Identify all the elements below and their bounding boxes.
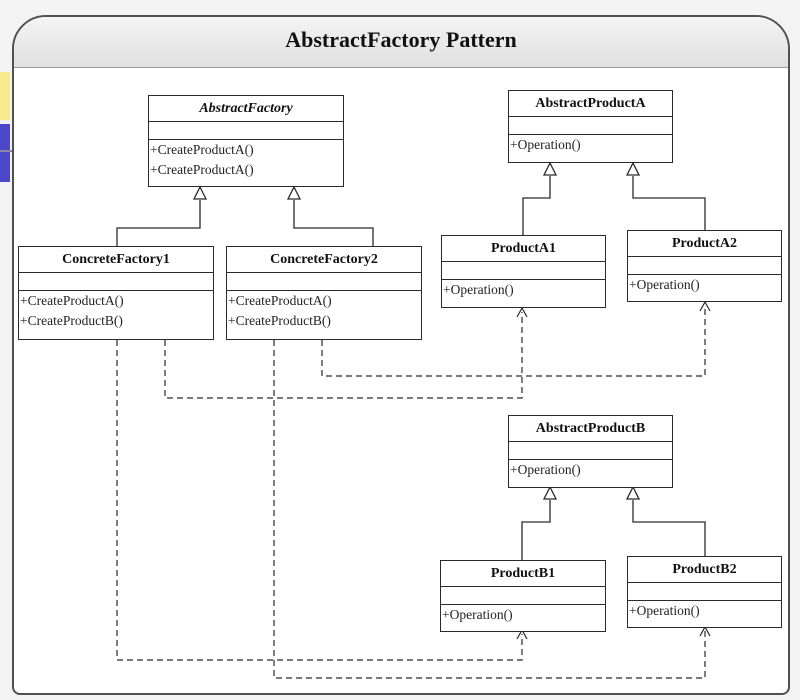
slide-accent-blue — [0, 124, 10, 182]
class-operations: +Operation() — [509, 460, 672, 480]
dep-cf2-b2 — [273, 340, 706, 679]
dep-cf1-b1 — [116, 340, 523, 661]
class-name: ProductA1 — [442, 236, 605, 262]
class-abstract-product-a: AbstractProductA +Operation() — [508, 90, 673, 163]
operation: +CreateProductA() — [150, 142, 254, 157]
operation: +Operation() — [443, 282, 514, 297]
inherit-a1-arrow — [542, 161, 558, 176]
inherit-b2-line — [632, 500, 706, 556]
inherit-b1-line — [521, 500, 551, 560]
class-operations: +Operation() — [628, 275, 781, 295]
inherit-a2-arrow — [625, 161, 641, 176]
class-product-a1: ProductA1 +Operation() — [441, 235, 606, 308]
class-concrete-factory2: ConcreteFactory2 +CreateProductA() +Crea… — [226, 246, 422, 340]
inherit-a1-line — [522, 176, 551, 235]
slide-accent-yellow — [0, 72, 10, 120]
class-attributes — [441, 587, 605, 605]
class-operations: +CreateProductA() +CreateProductB() — [227, 291, 421, 331]
dep-cf2-a2 — [321, 306, 706, 377]
operation: +Operation() — [629, 277, 700, 292]
class-attributes — [628, 257, 781, 275]
operation: +Operation() — [510, 137, 581, 152]
class-product-b2: ProductB2 +Operation() — [627, 556, 782, 628]
class-attributes — [509, 442, 672, 460]
class-name: AbstractFactory — [149, 96, 343, 122]
class-attributes — [227, 273, 421, 291]
class-name: ConcreteFactory1 — [19, 247, 213, 273]
inherit-b2-arrow — [625, 485, 641, 500]
slide-accent-line — [0, 150, 16, 152]
inherit-cf1-line — [116, 200, 201, 246]
class-operations: +Operation() — [628, 601, 781, 621]
class-attributes — [509, 117, 672, 135]
class-operations: +Operation() — [442, 280, 605, 300]
operation: +CreateProductA() — [150, 162, 254, 177]
operation: +Operation() — [510, 462, 581, 477]
inherit-cf2-arrow — [286, 185, 302, 200]
operation: +Operation() — [629, 603, 700, 618]
class-abstract-product-b: AbstractProductB +Operation() — [508, 415, 673, 488]
operation: +CreateProductA() — [20, 293, 124, 308]
inherit-a2-line — [632, 176, 706, 230]
operation: +CreateProductA() — [228, 293, 332, 308]
inherit-cf2-line — [293, 200, 374, 246]
class-name: ProductB2 — [628, 557, 781, 583]
class-concrete-factory1: ConcreteFactory1 +CreateProductA() +Crea… — [18, 246, 214, 340]
dep-arrow-a1 — [516, 306, 528, 318]
class-name: ProductA2 — [628, 231, 781, 257]
class-operations: +CreateProductA() +CreateProductB() — [19, 291, 213, 331]
class-operations: +CreateProductA() +CreateProductA() — [149, 140, 343, 180]
class-name: AbstractProductA — [509, 91, 672, 117]
class-attributes — [19, 273, 213, 291]
operation: +CreateProductB() — [228, 313, 331, 328]
operation: +Operation() — [442, 607, 513, 622]
inherit-cf1-arrow — [192, 185, 208, 200]
class-attributes — [628, 583, 781, 601]
class-attributes — [149, 122, 343, 140]
class-operations: +Operation() — [441, 605, 605, 625]
diagram-header: AbstractFactory Pattern — [14, 17, 788, 68]
diagram-title: AbstractFactory Pattern — [285, 27, 517, 52]
class-attributes — [442, 262, 605, 280]
operation: +CreateProductB() — [20, 313, 123, 328]
class-product-a2: ProductA2 +Operation() — [627, 230, 782, 302]
dep-arrow-a2 — [699, 300, 711, 312]
class-product-b1: ProductB1 +Operation() — [440, 560, 606, 632]
class-name: ProductB1 — [441, 561, 605, 587]
class-operations: +Operation() — [509, 135, 672, 155]
inherit-b1-arrow — [542, 485, 558, 500]
class-abstract-factory: AbstractFactory +CreateProductA() +Creat… — [148, 95, 344, 187]
class-name: ConcreteFactory2 — [227, 247, 421, 273]
class-name: AbstractProductB — [509, 416, 672, 442]
